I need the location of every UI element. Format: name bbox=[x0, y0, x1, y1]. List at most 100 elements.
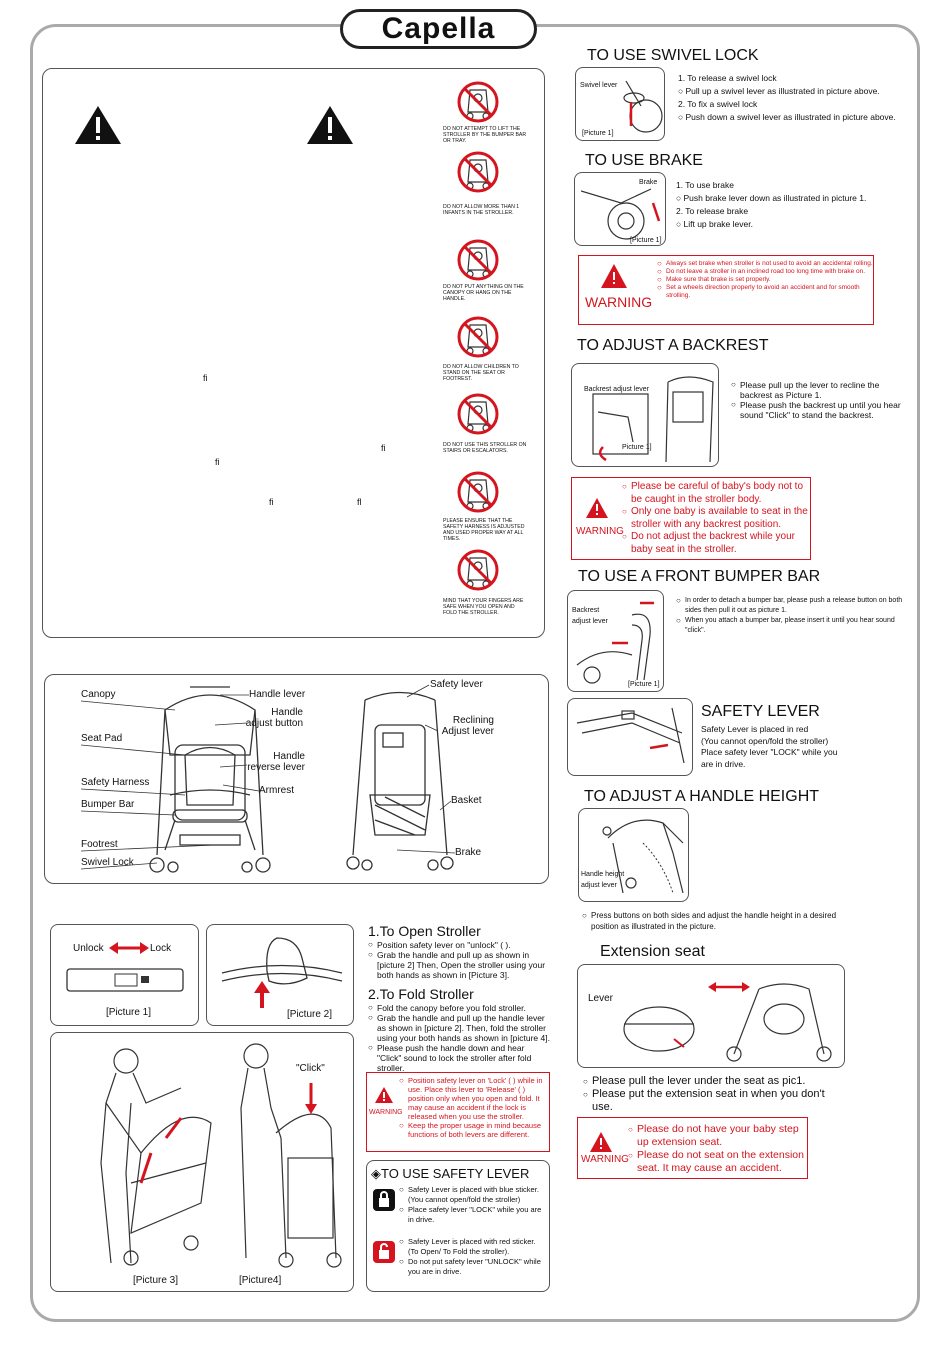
warning-triangle-icon bbox=[75, 106, 121, 144]
handle-picture: [Picture 2] bbox=[206, 924, 354, 1026]
stroller-front-illustration bbox=[149, 686, 271, 873]
swivel-step: ○ Pull up a swivel lever as illustrated … bbox=[678, 86, 880, 96]
brake-step-text: Push brake lever down as illustrated in … bbox=[683, 193, 867, 203]
swivel-steps: 1. To release a swivel lock ○ Pull up a … bbox=[678, 72, 896, 124]
part-label: Brake bbox=[455, 847, 482, 858]
bumper-bar-illustration bbox=[576, 601, 654, 684]
swivel-step-text: Pull up a swivel lever as illustrated in… bbox=[685, 86, 880, 96]
warning-word: WARNING bbox=[576, 526, 624, 537]
blue-note: (You cannot open/fold the stroller) bbox=[408, 1195, 521, 1204]
red-lever-notes: Safety Lever is placed with red sticker.… bbox=[399, 1237, 549, 1277]
open-steps: Position safety lever on "unlock" ( ). G… bbox=[368, 940, 550, 980]
prohibited-action-icon bbox=[457, 239, 499, 281]
fold-steps: Fold the canopy before you fold stroller… bbox=[368, 1003, 550, 1073]
blue-lever-notes: Safety Lever is placed with blue sticker… bbox=[399, 1185, 549, 1225]
prohibition-caption: DO NOT USE THIS STROLLER ON STAIRS OR ES… bbox=[443, 442, 527, 454]
open-step: Grab the handle and pull up as shown in … bbox=[368, 950, 550, 980]
swivel-step: ○ Push down a swivel lever as illustrate… bbox=[678, 112, 896, 122]
unlock-label: Unlock bbox=[73, 943, 104, 954]
brake-step: 2. To release brake bbox=[676, 206, 749, 216]
part-label: Basket bbox=[451, 795, 482, 806]
bumper-pic-caption: [Picture 1] bbox=[628, 681, 660, 688]
double-arrow-icon bbox=[109, 942, 149, 954]
part-label: Reclining Adjust lever bbox=[441, 715, 494, 737]
prohibition-caption: PLEASE ENSURE THAT THE SAFETY HARNESS IS… bbox=[443, 518, 525, 542]
extension-picture: Lever bbox=[577, 964, 845, 1068]
brake-picture: Brake [Picture 1] bbox=[574, 172, 666, 246]
picture1-caption: [Picture 1] bbox=[106, 1007, 152, 1018]
backrest-lever-label: Backrest adjust lever bbox=[584, 386, 649, 393]
brake-pic-caption: [Picture 1] bbox=[630, 237, 662, 244]
swivel-step-text: Push down a swivel lever as illustrated … bbox=[685, 112, 896, 122]
warning-triangle-icon bbox=[307, 106, 353, 144]
safety-lever-line: Safety Lever is placed in red bbox=[701, 724, 809, 734]
safety-lever-illustration bbox=[66, 968, 184, 992]
safety-lever-line: Place safety lever "LOCK" while you bbox=[701, 747, 838, 757]
backrest-warning-item: Please be careful of baby's body not to … bbox=[622, 481, 810, 506]
part-label: Swivel Lock bbox=[81, 857, 134, 868]
warning-triangle-icon bbox=[375, 1087, 393, 1103]
fold-warning-item: Keep the proper usage in mind because fu… bbox=[399, 1121, 549, 1139]
brake-warning-item: Do not leave a stroller in an inclined r… bbox=[657, 268, 873, 276]
brake-step: 1. To use brake bbox=[676, 180, 734, 190]
extension-steps: Please pull the lever under the seat as … bbox=[583, 1075, 843, 1114]
backrest-title: TO ADJUST A BACKREST bbox=[577, 337, 769, 354]
brake-warning-item: Set a wheels direction properly to avoid… bbox=[657, 284, 873, 300]
safety-lever-line: are in drive. bbox=[701, 758, 746, 769]
handle-height-label: Handle height adjust lever bbox=[581, 871, 625, 889]
backrest-illustration bbox=[592, 376, 714, 463]
warning-triangle-icon bbox=[590, 1132, 612, 1152]
backrest-warning-item: Do not adjust the backrest while your ba… bbox=[622, 531, 810, 556]
prohibition-caption: DO NOT ALLOW CHILDREN TO STAND ON THE SE… bbox=[443, 364, 519, 382]
safety-lever-line: (You cannot open/fold the stroller) bbox=[701, 735, 829, 746]
extension-warning-item: Please do not seat on the extension seat… bbox=[628, 1149, 808, 1175]
part-label: Handle lever bbox=[249, 689, 306, 700]
swivel-step: 1. To release a swivel lock bbox=[678, 73, 777, 83]
lock-label: Lock bbox=[150, 943, 172, 954]
part-label: Armrest bbox=[259, 785, 294, 796]
prohibition-caption: MIND THAT YOUR FINGERS ARE SAFE WHEN YOU… bbox=[443, 598, 524, 616]
prohibited-action-icon bbox=[457, 151, 499, 193]
part-label: Bumper Bar bbox=[81, 799, 135, 810]
blue-note: Place safety lever "LOCK" while you are … bbox=[399, 1205, 549, 1225]
extension-lever-label: Lever bbox=[588, 993, 614, 1004]
fold-title: 2.To Fold Stroller bbox=[368, 986, 474, 1002]
warning-triangle-icon bbox=[586, 498, 608, 518]
fold-step: Please push the handle down and hear "Cl… bbox=[368, 1043, 550, 1073]
bumper-step: When you attach a bumper bar, please ins… bbox=[676, 616, 912, 636]
stroller-back-illustration bbox=[346, 691, 454, 871]
backrest-warning-item: Only one baby is available to seat in th… bbox=[622, 506, 810, 531]
fold-warning-list: Position safety lever on 'Lock' ( ) whil… bbox=[399, 1076, 549, 1139]
brake-title: TO USE BRAKE bbox=[585, 152, 703, 169]
ligature-fi: ﬁ bbox=[269, 497, 274, 507]
bumper-picture: Backrest adjust lever [Picture 1] bbox=[567, 590, 664, 692]
safety-lever-text: Safety Lever is placed in red (You canno… bbox=[701, 724, 837, 770]
backrest-picture: Backrest adjust lever Picture 1] bbox=[571, 363, 719, 467]
extension-title: Extension seat bbox=[600, 943, 705, 960]
bumper-steps: In order to detach a bumper bar, please … bbox=[676, 596, 912, 636]
brand-logo: Capella bbox=[340, 9, 537, 49]
safety-lever-picture bbox=[567, 698, 693, 776]
safety-usage-panel: ◈TO USE SAFETY LEVER Safety Lever is pla… bbox=[366, 1160, 550, 1292]
fold-warning-item: Position safety lever on 'Lock' ( ) whil… bbox=[399, 1076, 549, 1121]
extension-warning: WARNING Please do not have your baby ste… bbox=[577, 1117, 808, 1179]
brake-label: Brake bbox=[639, 179, 658, 186]
prohibited-action-icon bbox=[457, 471, 499, 513]
red-note: Safety Lever is placed with red sticker. bbox=[399, 1237, 549, 1247]
handle-height-illustration bbox=[602, 819, 684, 894]
part-label: Canopy bbox=[81, 689, 116, 700]
backrest-step: Please pull up the lever to recline the … bbox=[731, 380, 901, 400]
safety-usage-title-text: TO USE SAFETY LEVER bbox=[381, 1166, 530, 1181]
brake-step-text: Lift up brake lever. bbox=[683, 219, 753, 229]
swivel-wheel-illustration bbox=[623, 80, 663, 133]
part-label: Safety Harness bbox=[81, 777, 150, 788]
open-title: 1.To Open Stroller bbox=[368, 923, 481, 939]
picture4-caption: [Picture4] bbox=[239, 1275, 282, 1286]
red-note: (To Open/ To Fold the stroller). bbox=[408, 1247, 510, 1256]
warning-word: WARNING bbox=[369, 1109, 403, 1116]
safety-lever-illustration bbox=[576, 707, 685, 764]
brake-warning-list: Always set brake when stroller is not us… bbox=[657, 260, 873, 300]
swivel-step: 2. To fix a swivel lock bbox=[678, 99, 758, 109]
fold-step: Grab the handle and pull up the handle l… bbox=[368, 1013, 550, 1043]
swivel-title: TO USE SWIVEL LOCK bbox=[587, 47, 759, 64]
